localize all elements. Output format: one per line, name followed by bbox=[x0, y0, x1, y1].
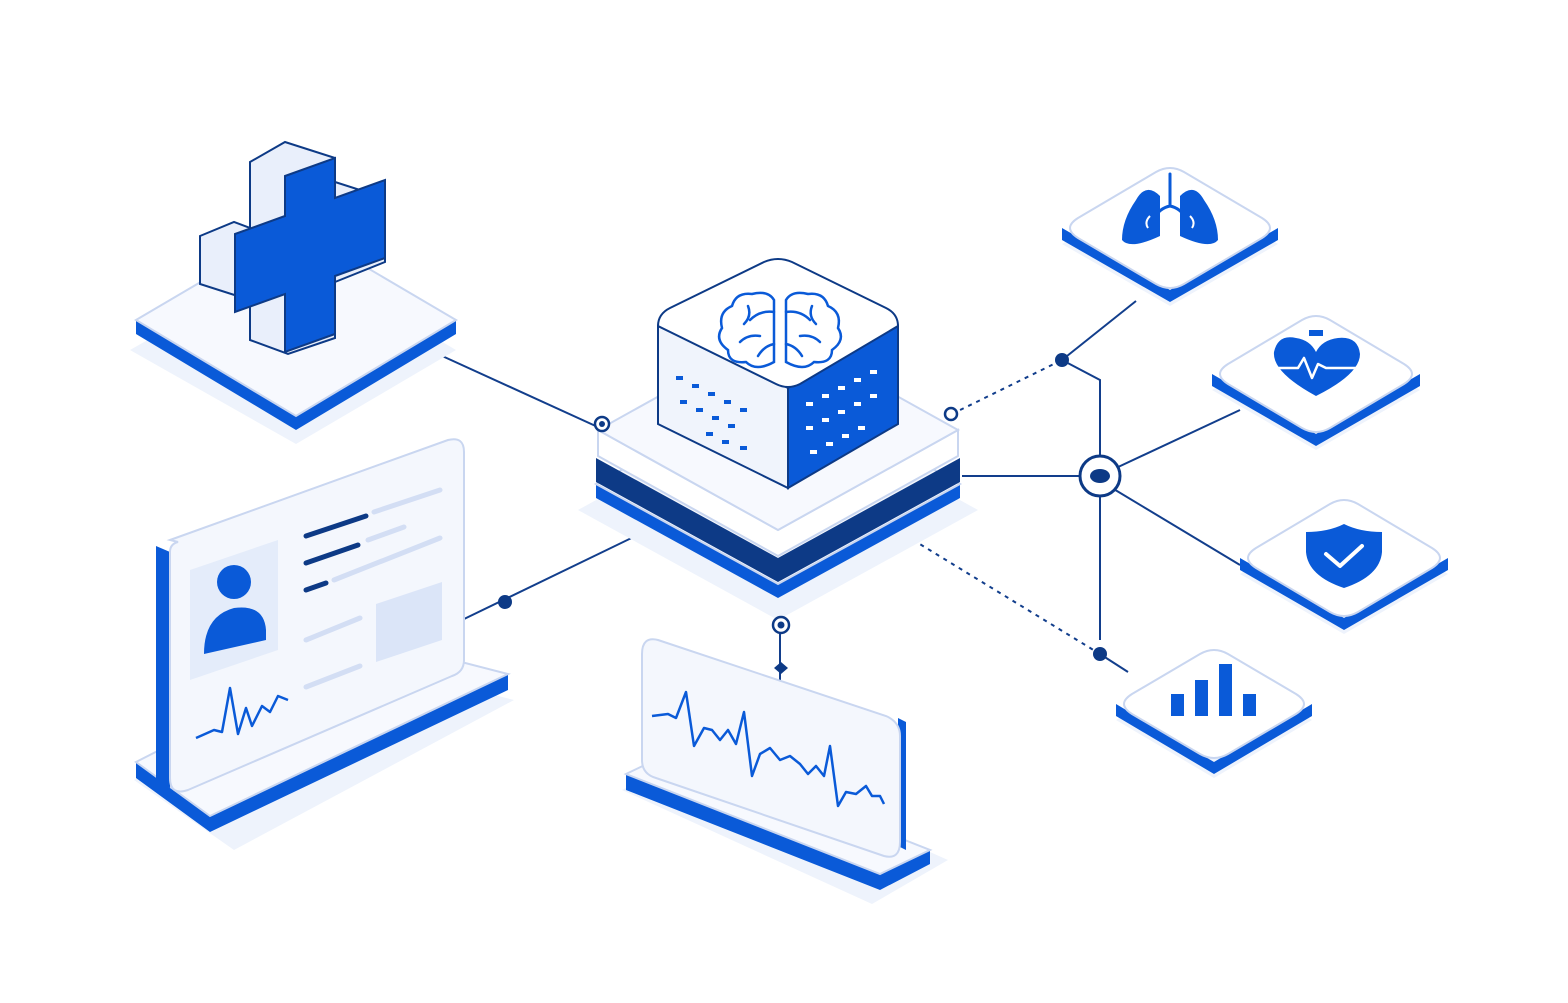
security-node bbox=[1240, 499, 1448, 634]
patient-screen-edge bbox=[156, 546, 170, 788]
patient-image-thumbnail bbox=[376, 582, 442, 662]
connector-lines bbox=[439, 300, 1241, 680]
ecg-monitor-node bbox=[622, 638, 948, 904]
lungs-tile-top bbox=[1069, 167, 1271, 289]
port-hub-right bbox=[943, 406, 959, 422]
lungs-node bbox=[1062, 167, 1278, 306]
ecg-platform-side bbox=[626, 774, 930, 890]
link-junction-to-heart bbox=[1115, 409, 1241, 469]
cube-left-vents bbox=[676, 376, 747, 450]
link-junction-up bbox=[1061, 359, 1101, 462]
analytics-tile-top bbox=[1123, 649, 1305, 759]
dot-patient-link bbox=[498, 595, 512, 609]
ai-hub-node bbox=[578, 258, 978, 620]
cube-right-vents bbox=[806, 370, 877, 454]
patient-ecg-icon bbox=[195, 686, 289, 740]
link-medical-to-hub bbox=[439, 354, 601, 429]
patient-profile-icon bbox=[204, 565, 266, 654]
analytics-node bbox=[1116, 649, 1312, 778]
link-hub-to-bottom-dotted bbox=[904, 534, 1101, 655]
connector-nodes bbox=[498, 353, 1122, 674]
cube-top-face bbox=[656, 258, 900, 388]
heart-rate-node bbox=[1212, 315, 1420, 450]
link-junction-to-shield bbox=[1111, 487, 1241, 566]
link-hub-to-top-dotted bbox=[951, 359, 1063, 415]
bar-chart-icon bbox=[1171, 664, 1256, 716]
hub-navy-band bbox=[596, 458, 960, 582]
link-to-lungs bbox=[1061, 300, 1137, 361]
patient-screen bbox=[166, 438, 465, 793]
analytics-tile-side bbox=[1116, 704, 1312, 774]
lungs-icon bbox=[1122, 172, 1218, 245]
ecg-waveform-icon bbox=[651, 690, 886, 808]
dot-analytics-link bbox=[1093, 647, 1107, 661]
heart-pulse-icon bbox=[1273, 330, 1360, 396]
patient-info-lines bbox=[303, 487, 443, 690]
shield-check-icon bbox=[1306, 524, 1382, 588]
patient-record-node bbox=[134, 438, 514, 850]
dot-lungs-link bbox=[1055, 353, 1069, 367]
medical-node bbox=[130, 140, 458, 444]
link-patient-to-hub bbox=[461, 529, 649, 621]
brain-icon bbox=[717, 291, 843, 369]
dot-ecg-link bbox=[774, 662, 788, 674]
hub-server-cube bbox=[656, 258, 900, 490]
medical-cross-icon bbox=[199, 140, 386, 356]
